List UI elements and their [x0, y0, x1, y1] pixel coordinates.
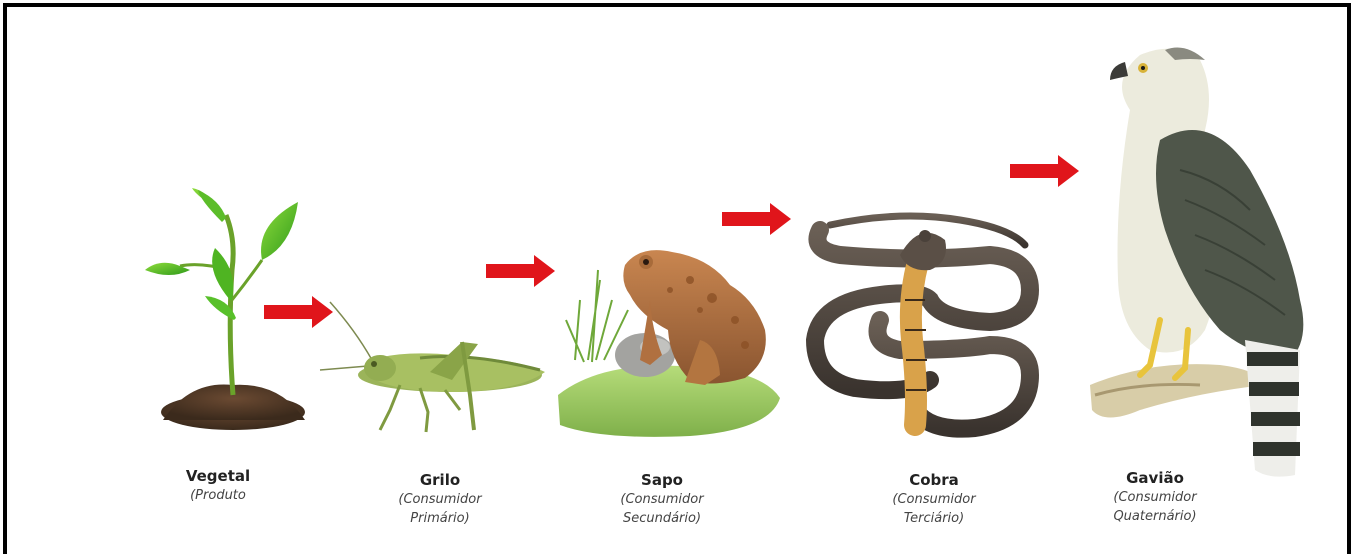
organism-label-vegetal: Vegetal (Produto — [133, 466, 303, 505]
arrow-right-icon — [264, 296, 333, 328]
organism-name: Gavião — [1070, 468, 1240, 488]
organism-label-grilo: Grilo (Consumidor Primário) — [355, 470, 525, 528]
organism-role: Terciário) — [849, 509, 1019, 528]
organism-name: Cobra — [849, 470, 1019, 490]
organism-name: Vegetal — [133, 466, 303, 486]
organism-label-sapo: Sapo (Consumidor Secundário) — [577, 470, 747, 528]
organism-label-gaviao: Gavião (Consumidor Quaternário) — [1070, 468, 1240, 526]
organism-label-cobra: Cobra (Consumidor Terciário) — [849, 470, 1019, 528]
organism-role: (Consumidor — [355, 490, 525, 509]
organism-role: (Consumidor — [1070, 488, 1240, 507]
organism-role: (Produto — [133, 486, 303, 505]
cobra-icon — [815, 216, 1030, 429]
arrow-right-icon — [1010, 155, 1079, 187]
toad-icon — [558, 250, 780, 437]
organism-role: Secundário) — [577, 509, 747, 528]
organism-name: Grilo — [355, 470, 525, 490]
hawk-icon — [1090, 48, 1303, 477]
organism-role: (Consumidor — [849, 490, 1019, 509]
arrow-right-icon — [722, 203, 791, 235]
arrow-right-icon — [486, 255, 555, 287]
organism-name: Sapo — [577, 470, 747, 490]
grasshopper-icon — [320, 302, 545, 432]
organism-role: (Consumidor — [577, 490, 747, 509]
organism-role: Quaternário) — [1070, 507, 1240, 526]
organism-role: Primário) — [355, 509, 525, 528]
